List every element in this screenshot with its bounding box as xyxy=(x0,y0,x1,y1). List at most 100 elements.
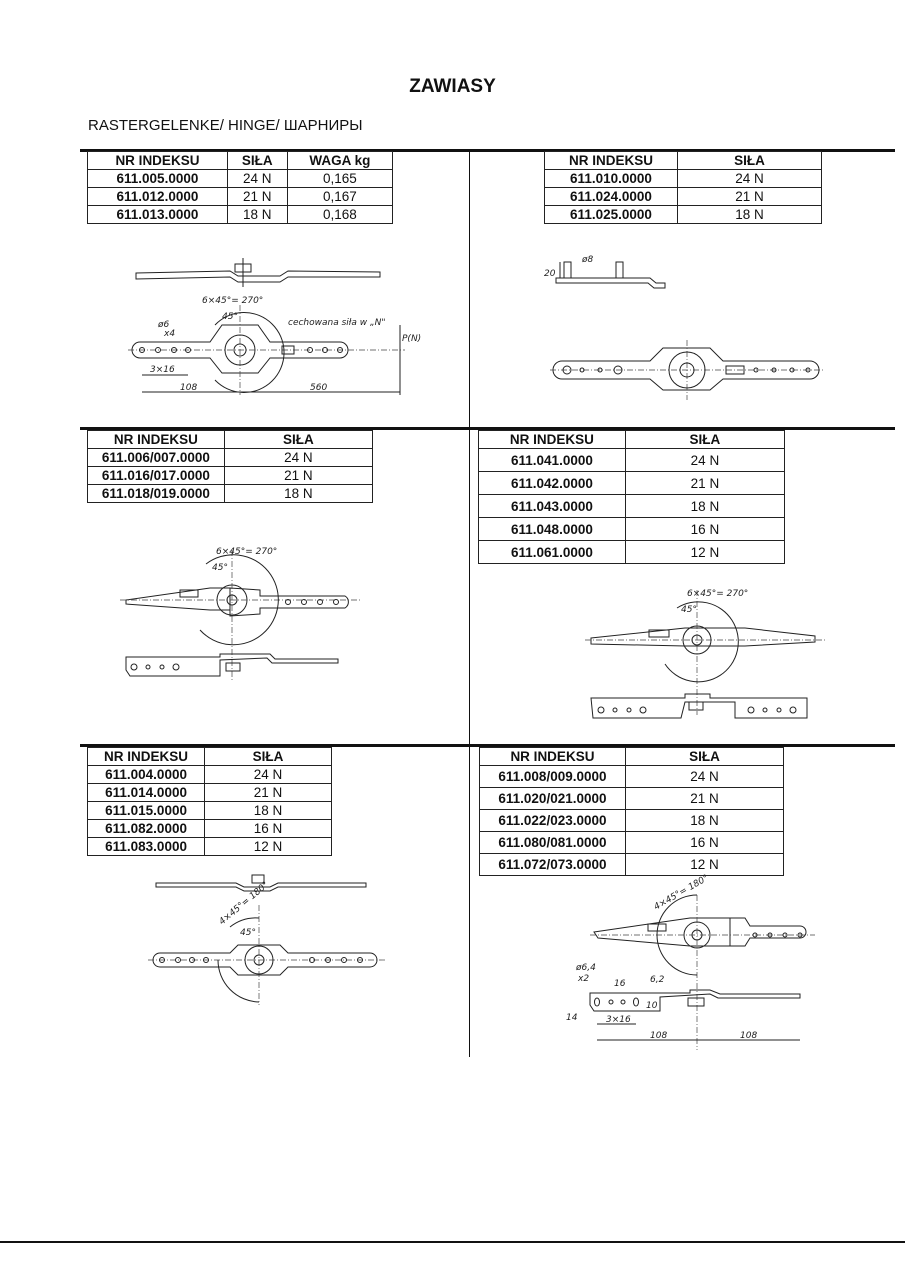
cell-index: 611.018/019.0000 xyxy=(87,484,225,503)
cell-force: 21 N xyxy=(676,187,823,206)
calibration-label: cechowana siła w „N" xyxy=(288,318,386,328)
hinge-drawing-1: 6×45°= 270° 45° ø6 x4 cechowana siła w „… xyxy=(128,258,421,395)
cell-force: 16 N xyxy=(624,517,786,541)
step-label: 45° xyxy=(222,312,238,322)
divider xyxy=(80,744,895,747)
cell-index: 611.042.0000 xyxy=(478,471,626,495)
dim-label: 10 xyxy=(646,1001,658,1011)
col-header-index: NR INDEKSU xyxy=(86,747,206,766)
cell-force: 21 N xyxy=(223,466,374,485)
dim-label: 108 xyxy=(180,383,197,393)
dim-label: 16 xyxy=(614,979,626,989)
cell-index: 611.013.0000 xyxy=(87,205,228,224)
hinge-drawing-2: ø8 20 xyxy=(544,255,825,400)
cell-index: 611.048.0000 xyxy=(478,517,626,541)
cell-force: 18 N xyxy=(204,801,332,820)
divider xyxy=(80,427,895,430)
cell-weight: 0,168 xyxy=(286,205,394,224)
cell-force: 24 N xyxy=(204,765,332,784)
dim-label: 6,2 xyxy=(650,975,665,985)
pitch-label: 3×16 xyxy=(150,365,175,375)
cell-force: 18 N xyxy=(223,484,374,503)
step-label: 45° xyxy=(212,563,228,573)
cell-index: 611.043.0000 xyxy=(478,494,626,518)
cell-index: 611.072/073.0000 xyxy=(479,853,626,876)
divider-vertical xyxy=(469,150,470,1057)
hinge-drawing-6: 4×45°= 180° ø6,4 x2 16 6,2 10 14 3×16 10… xyxy=(566,873,815,1050)
cell-weight: 0,165 xyxy=(286,169,394,188)
cell-force: 24 N xyxy=(624,448,786,472)
cell-force: 21 N xyxy=(624,787,785,810)
cell-index: 611.008/009.0000 xyxy=(479,765,626,788)
col-header-index: NR INDEKSU xyxy=(87,151,228,170)
cell-force: 12 N xyxy=(624,853,785,876)
hinge-drawing-3: 6×45°= 270° 45° xyxy=(120,547,360,680)
cell-force: 18 N xyxy=(676,205,823,224)
hinge-drawing-5: 4×45°= 180° 45° xyxy=(148,874,385,1005)
cell-index: 611.080/081.0000 xyxy=(479,831,626,854)
cell-index: 611.020/021.0000 xyxy=(479,787,626,810)
page-subtitle: RASTERGELENKE/ HINGE/ ШАРНИРЫ xyxy=(88,117,363,134)
cell-index: 611.014.0000 xyxy=(86,783,206,802)
angle-label: 4×45°= 180° xyxy=(653,873,711,912)
divider-footer xyxy=(0,1241,905,1243)
hole-label: ø6 xyxy=(157,320,170,330)
cell-index: 611.005.0000 xyxy=(87,169,228,188)
cell-force: 24 N xyxy=(226,169,288,188)
dim-label: 14 xyxy=(566,1013,578,1023)
hole-label: ø6,4 xyxy=(575,963,596,973)
hole-count-label: x4 xyxy=(163,329,175,339)
col-header-force: SIŁA xyxy=(624,747,785,766)
cell-force: 21 N xyxy=(204,783,332,802)
cell-index: 611.010.0000 xyxy=(544,169,678,188)
cell-index: 611.024.0000 xyxy=(544,187,678,206)
cell-weight: 0,167 xyxy=(286,187,394,206)
cell-force: 18 N xyxy=(624,809,785,832)
pitch-label: 3×16 xyxy=(606,1015,631,1025)
cell-force: 24 N xyxy=(223,448,374,467)
cell-index: 611.083.0000 xyxy=(86,837,206,856)
height-label: 20 xyxy=(544,269,556,279)
cell-index: 611.082.0000 xyxy=(86,819,206,838)
angle-label: 6×45°= 270° xyxy=(687,589,748,599)
col-header-index: NR INDEKSU xyxy=(87,430,225,449)
step-label: 45° xyxy=(240,928,256,938)
col-header-index: NR INDEKSU xyxy=(544,151,678,170)
cell-force: 16 N xyxy=(204,819,332,838)
cell-index: 611.016/017.0000 xyxy=(87,466,225,485)
angle-label: 6×45°= 270° xyxy=(202,296,263,306)
cell-force: 21 N xyxy=(226,187,288,206)
cell-index: 611.041.0000 xyxy=(478,448,626,472)
cell-index: 611.004.0000 xyxy=(86,765,206,784)
dim-label: 108 xyxy=(650,1031,667,1041)
cell-force: 21 N xyxy=(624,471,786,495)
cell-force: 24 N xyxy=(676,169,823,188)
cell-index: 611.015.0000 xyxy=(86,801,206,820)
dim-label: 560 xyxy=(310,383,327,393)
col-header-force: SIŁA xyxy=(226,151,288,170)
cell-force: 16 N xyxy=(624,831,785,854)
